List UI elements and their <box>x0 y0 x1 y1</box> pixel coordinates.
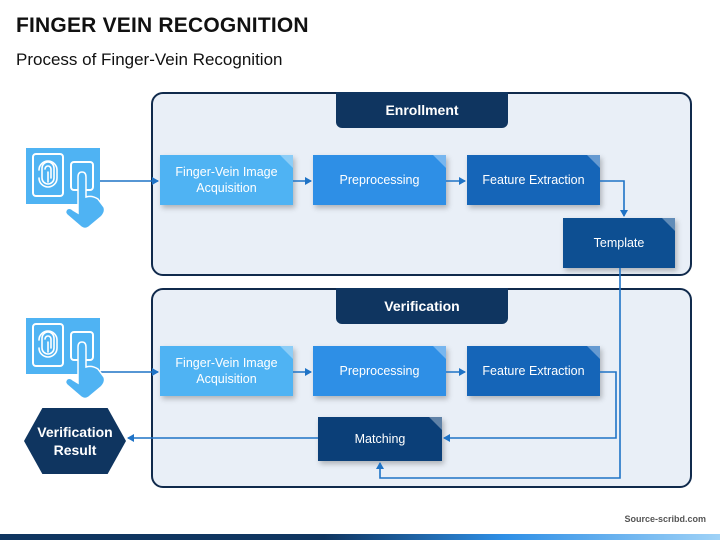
verification-result-label: Verification Result <box>37 423 113 458</box>
bottom-accent-bar <box>0 534 720 540</box>
fingerprint-scanner-icon <box>26 148 106 230</box>
verification-label: Verification <box>336 288 508 324</box>
verify-preprocessing-label: Preprocessing <box>339 363 420 378</box>
enroll-feature-extraction-label: Feature Extraction <box>482 172 585 187</box>
enrollment-label: Enrollment <box>336 92 508 128</box>
fingerprint-scanner-icon <box>26 318 106 400</box>
verify-acquisition-step: Finger-Vein Image Acquisition <box>160 346 293 396</box>
arrow-template-to-matching <box>376 268 621 479</box>
verify-acquisition-label: Finger-Vein Image Acquisition <box>175 355 278 386</box>
verification-result-hexagon: Verification Result <box>24 408 126 474</box>
enroll-preprocessing-step: Preprocessing <box>313 155 446 205</box>
page-title: FINGER VEIN RECOGNITION <box>16 14 309 37</box>
verify-feature-extraction-label: Feature Extraction <box>482 363 585 378</box>
page-subtitle: Process of Finger-Vein Recognition <box>16 50 283 69</box>
enroll-preprocessing-label: Preprocessing <box>339 172 420 187</box>
verify-feature-extraction-step: Feature Extraction <box>467 346 600 396</box>
arrow-feature-to-matching <box>443 371 617 442</box>
source-credit: Source-scribd.com <box>624 514 706 524</box>
template-label: Template <box>593 235 645 250</box>
matching-label: Matching <box>354 431 406 446</box>
matching-step: Matching <box>318 417 442 461</box>
enroll-acquisition-label: Finger-Vein Image Acquisition <box>175 164 278 195</box>
arrow-feat-to-template <box>600 180 628 217</box>
template-step: Template <box>563 218 675 268</box>
enroll-feature-extraction-step: Feature Extraction <box>467 155 600 205</box>
enroll-acquisition-step: Finger-Vein Image Acquisition <box>160 155 293 205</box>
verify-preprocessing-step: Preprocessing <box>313 346 446 396</box>
